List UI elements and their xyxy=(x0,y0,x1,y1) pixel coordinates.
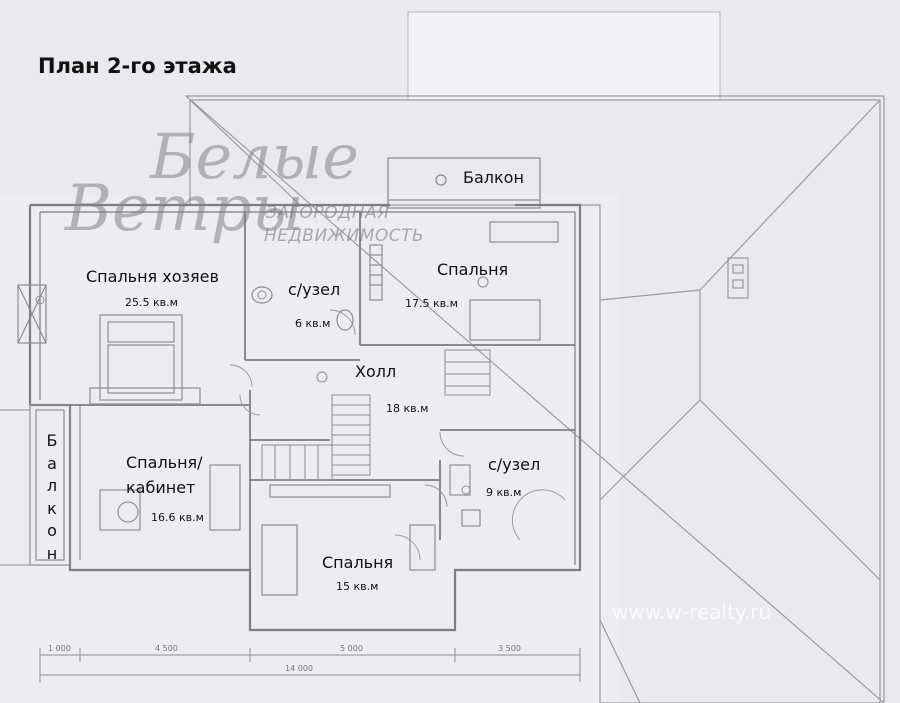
balcony-left-letter: о xyxy=(47,521,57,541)
dimension-label: 5 000 xyxy=(340,644,363,653)
dimension-label: 14 000 xyxy=(285,664,313,673)
room-name-bathroom-2: с/узел xyxy=(488,455,541,474)
room-area-bedroom-2: 15 кв.м xyxy=(336,580,379,593)
balcony-left-letter: к xyxy=(47,498,57,518)
watermark-brand-bottom: Ветры xyxy=(65,172,304,246)
balcony-top-outline xyxy=(387,157,541,209)
dimension-label: 1 000 xyxy=(48,644,71,653)
room-name-master-bedroom: Спальня хозяев xyxy=(86,267,219,286)
room-name-bathroom-1: с/узел xyxy=(288,280,341,299)
dimension-lines xyxy=(0,409,581,682)
outer-walls xyxy=(28,203,582,632)
watermark-brand-top: Белые xyxy=(150,120,359,193)
balcony-left-outline xyxy=(17,284,71,566)
room-area-bedroom-study: 16.6 кв.м xyxy=(151,511,204,524)
door-swings xyxy=(229,309,566,561)
balcony-left-letter: а xyxy=(47,453,57,473)
watermark-tagline-1: ЗАГОРОДНАЯ xyxy=(266,203,390,223)
room-area-bedroom-1: 17.5 кв.м xyxy=(405,297,458,310)
dimension-label: 3 500 xyxy=(498,644,521,653)
room-area-master-bedroom: 25.5 кв.м xyxy=(125,296,178,309)
paper-sheet xyxy=(0,195,620,703)
interior-walls xyxy=(70,212,575,570)
paper-sheet-upper xyxy=(407,11,721,101)
staircase xyxy=(261,349,491,481)
room-name-bedroom-1: Спальня xyxy=(437,260,509,279)
watermark-tagline-2: НЕДВИЖИМОСТЬ xyxy=(264,226,425,246)
room-area-bathroom-2: 9 кв.м xyxy=(486,486,522,499)
room-name-balcony-left: Б а л к о н xyxy=(40,430,64,566)
room-name-bedroom-study: Спальня/ кабинет xyxy=(126,453,203,497)
balcony-left-letter: л xyxy=(46,476,58,496)
furniture xyxy=(89,221,559,596)
watermark-site: www.w-realty.ru xyxy=(612,600,772,624)
room-area-hall: 18 кв.м xyxy=(386,402,429,415)
room-area-bathroom-1: 6 кв.м xyxy=(295,317,331,330)
room-name-balcony-top: Балкон xyxy=(463,168,524,187)
roof-outline xyxy=(184,95,885,703)
room-name-bedroom-2: Спальня xyxy=(322,553,394,572)
balcony-left-letter: н xyxy=(46,543,58,563)
room-name-hall: Холл xyxy=(355,362,397,381)
balcony-left-letter: Б xyxy=(46,431,58,450)
dimension-label: 4 500 xyxy=(155,644,178,653)
room-markers xyxy=(35,276,489,495)
plan-title: План 2-го этажа xyxy=(38,54,237,78)
